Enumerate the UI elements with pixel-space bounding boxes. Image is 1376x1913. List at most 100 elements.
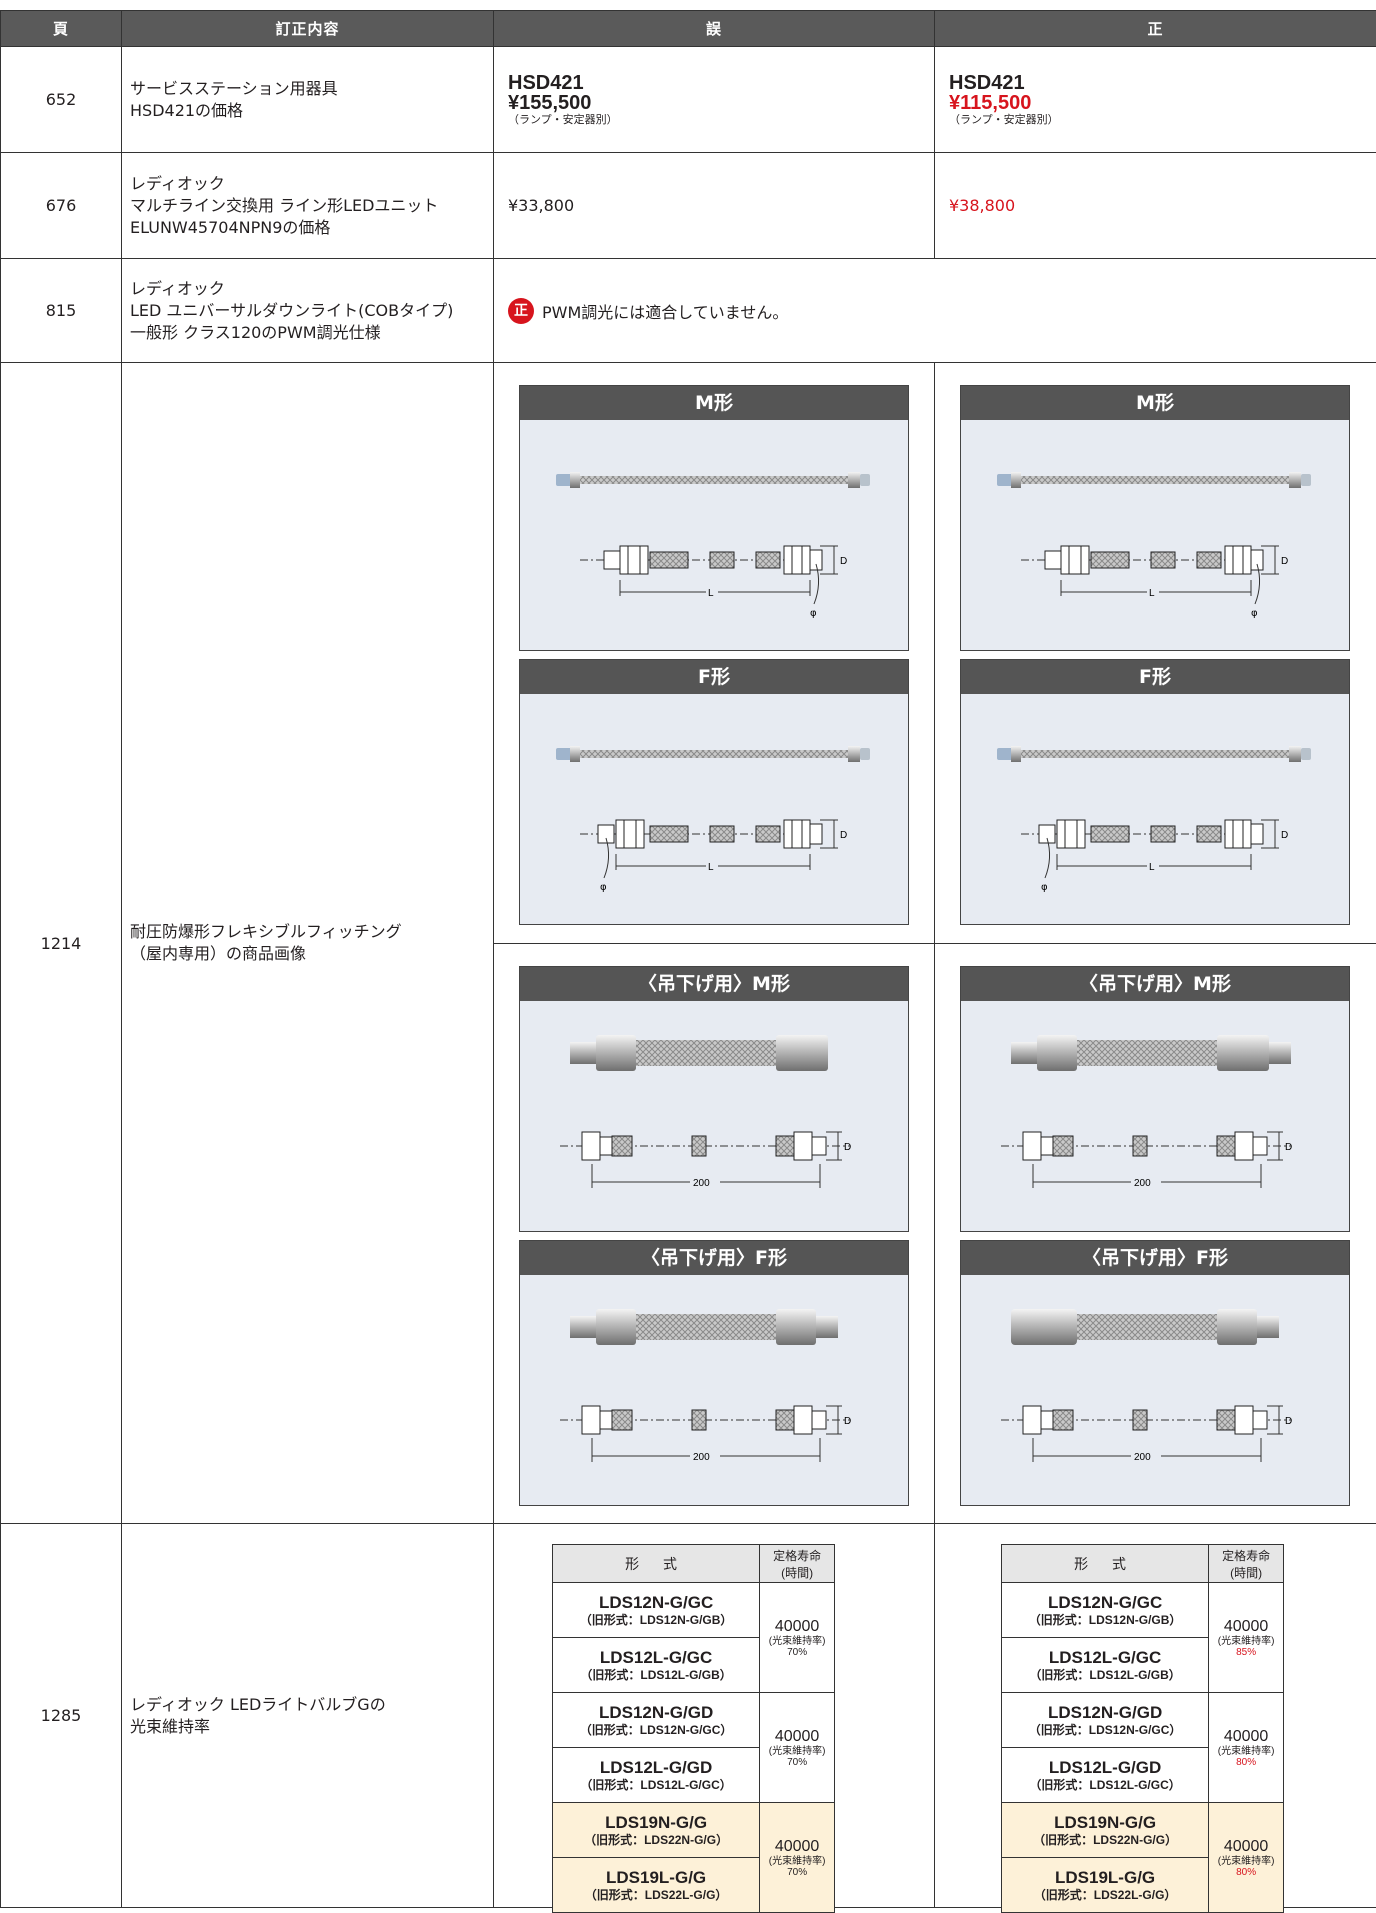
- dim-d: D: [840, 830, 847, 841]
- keep-rate: 70%: [760, 1647, 834, 1658]
- model-cell: LDS12N-G/GD （旧形式：LDS12N-G/GC）: [1002, 1693, 1209, 1748]
- svg-text:200: 200: [1134, 1452, 1151, 1463]
- life-cell: 40000 (光束維持率) 80%: [1209, 1803, 1284, 1913]
- keep-rate: 70%: [760, 1867, 834, 1878]
- product-panel-hf: 〈吊下げ用〉F形 D 200: [960, 1240, 1350, 1506]
- header-wrong: 誤: [494, 11, 935, 47]
- row-652: 652 サービスステーション用器具 HSD421の価格 HSD421 ¥155,…: [1, 47, 1376, 153]
- model-cell: LDS19N-G/G （旧形式：LDS22N-G/G）: [553, 1803, 760, 1858]
- model-cell: LDS12L-G/GC （旧形式：LDS12L-G/GB）: [553, 1638, 760, 1693]
- svg-text:200: 200: [1134, 1178, 1151, 1189]
- page-number: 1214: [1, 363, 122, 1524]
- model-name: HSD421: [949, 73, 1376, 93]
- lumen-maintenance-table: 形 式 定格寿命(時間) LDS12N-G/GC （旧形式：LDS12N-G/G…: [1001, 1544, 1284, 1913]
- panel-title: M形: [520, 386, 908, 420]
- model-cell: LDS12N-G/GC （旧形式：LDS12N-G/GB）: [1002, 1583, 1209, 1638]
- page-number: 652: [1, 47, 122, 153]
- keep-rate: 80%: [1209, 1867, 1283, 1878]
- col-model: 形 式: [553, 1545, 760, 1583]
- correct-lumen-table: 形 式 定格寿命(時間) LDS12N-G/GC （旧形式：LDS12N-G/G…: [935, 1524, 1376, 1908]
- product-panel-hf: 〈吊下げ用〉F形 D 200: [519, 1240, 909, 1506]
- panel-title: F形: [520, 660, 908, 694]
- row-815: 815 レディオック LED ユニバーサルダウンライト(COBタイプ) 一般形 …: [1, 259, 1376, 363]
- panel-title: 〈吊下げ用〉M形: [520, 967, 908, 1001]
- model-cell: LDS19N-G/G （旧形式：LDS22N-G/G）: [1002, 1803, 1209, 1858]
- svg-text:L: L: [1149, 862, 1155, 873]
- page-number: 676: [1, 153, 122, 259]
- col-life: 定格寿命(時間): [760, 1545, 835, 1583]
- keep-rate: 80%: [1209, 1757, 1283, 1768]
- svg-text:φ: φ: [810, 608, 817, 619]
- correct-badge: 正: [508, 298, 534, 324]
- wrong-lumen-table: 形 式 定格寿命(時間) LDS12N-G/GC （旧形式：LDS12N-G/G…: [494, 1524, 935, 1908]
- price-corrected: ¥115,500: [949, 93, 1376, 113]
- header-content: 訂正内容: [122, 11, 494, 47]
- svg-text:D: D: [1285, 1142, 1292, 1153]
- model-cell: LDS19L-G/G （旧形式：LDS22L-G/G）: [1002, 1858, 1209, 1913]
- merged-correction: 正 PWM調光には適合していません。: [494, 259, 1376, 363]
- col-life: 定格寿命(時間): [1209, 1545, 1284, 1583]
- svg-text:L: L: [1149, 588, 1155, 599]
- model-cell: LDS12L-G/GD （旧形式：LDS12L-G/GC）: [1002, 1748, 1209, 1803]
- model-cell: LDS12N-G/GC （旧形式：LDS12N-G/GB）: [553, 1583, 760, 1638]
- life-cell: 40000 (光束維持率) 70%: [760, 1803, 835, 1913]
- life-cell: 40000 (光束維持率) 80%: [1209, 1693, 1284, 1803]
- col-model: 形 式: [1002, 1545, 1209, 1583]
- price-note: （ランプ・安定器別）: [949, 113, 1376, 127]
- wrong-price: ¥33,800: [494, 153, 935, 259]
- svg-text:D: D: [844, 1416, 851, 1427]
- panel-title: 〈吊下げ用〉F形: [520, 1241, 908, 1275]
- row-676: 676 レディオック マルチライン交換用 ライン形LEDユニット ELUNW45…: [1, 153, 1376, 259]
- correction-desc: サービスステーション用器具 HSD421の価格: [122, 47, 494, 153]
- svg-text:φ: φ: [600, 882, 607, 893]
- life-cell: 40000 (光束維持率) 85%: [1209, 1583, 1284, 1693]
- header-row: 頁 訂正内容 誤 正: [1, 11, 1376, 47]
- model-cell: LDS12L-G/GC （旧形式：LDS12L-G/GB）: [1002, 1638, 1209, 1693]
- dim-d: D: [1281, 556, 1288, 567]
- panel-title: 〈吊下げ用〉F形: [961, 1241, 1349, 1275]
- correction-desc: レディオック LEDライトバルブGの 光束維持率: [122, 1524, 494, 1908]
- price-note: （ランプ・安定器別）: [508, 113, 934, 127]
- svg-text:L: L: [708, 862, 714, 873]
- lumen-maintenance-table: 形 式 定格寿命(時間) LDS12N-G/GC （旧形式：LDS12N-G/G…: [552, 1544, 835, 1913]
- svg-text:200: 200: [693, 1452, 710, 1463]
- errata-table: 頁 訂正内容 誤 正 652 サービスステーション用器具 HSD421の価格 H…: [0, 10, 1376, 1908]
- model-cell: LDS12L-G/GD （旧形式：LDS12L-G/GC）: [553, 1748, 760, 1803]
- model-cell: LDS12N-G/GD （旧形式：LDS12N-G/GC）: [553, 1693, 760, 1748]
- correction-desc: 耐圧防爆形フレキシブルフィッチング （屋内専用）の商品画像: [122, 363, 494, 1524]
- correction-text: PWM調光には適合していません。: [542, 303, 788, 322]
- keep-rate: 70%: [760, 1757, 834, 1768]
- panel-title: F形: [961, 660, 1349, 694]
- life-cell: 40000 (光束維持率) 70%: [760, 1583, 835, 1693]
- correct-price: ¥38,800: [935, 153, 1376, 259]
- model-cell: LDS19L-G/G （旧形式：LDS22L-G/G）: [553, 1858, 760, 1913]
- page-number: 815: [1, 259, 122, 363]
- price: ¥155,500: [508, 93, 934, 113]
- svg-text:φ: φ: [1251, 608, 1258, 619]
- wrong-cell: HSD421 ¥155,500 （ランプ・安定器別）: [494, 47, 935, 153]
- correction-desc: レディオック LED ユニバーサルダウンライト(COBタイプ) 一般形 クラス1…: [122, 259, 494, 363]
- dim-d: D: [840, 556, 847, 567]
- header-correct: 正: [935, 11, 1376, 47]
- svg-text:L: L: [708, 588, 714, 599]
- keep-rate: 85%: [1209, 1647, 1283, 1658]
- svg-text:200: 200: [693, 1178, 710, 1189]
- row-1285: 1285 レディオック LEDライトバルブGの 光束維持率 形 式 定格寿命(時…: [1, 1524, 1376, 1908]
- life-cell: 40000 (光束維持率) 70%: [760, 1693, 835, 1803]
- dim-d: D: [1281, 830, 1288, 841]
- header-page: 頁: [1, 11, 122, 47]
- svg-text:D: D: [1285, 1416, 1292, 1427]
- model-name: HSD421: [508, 73, 934, 93]
